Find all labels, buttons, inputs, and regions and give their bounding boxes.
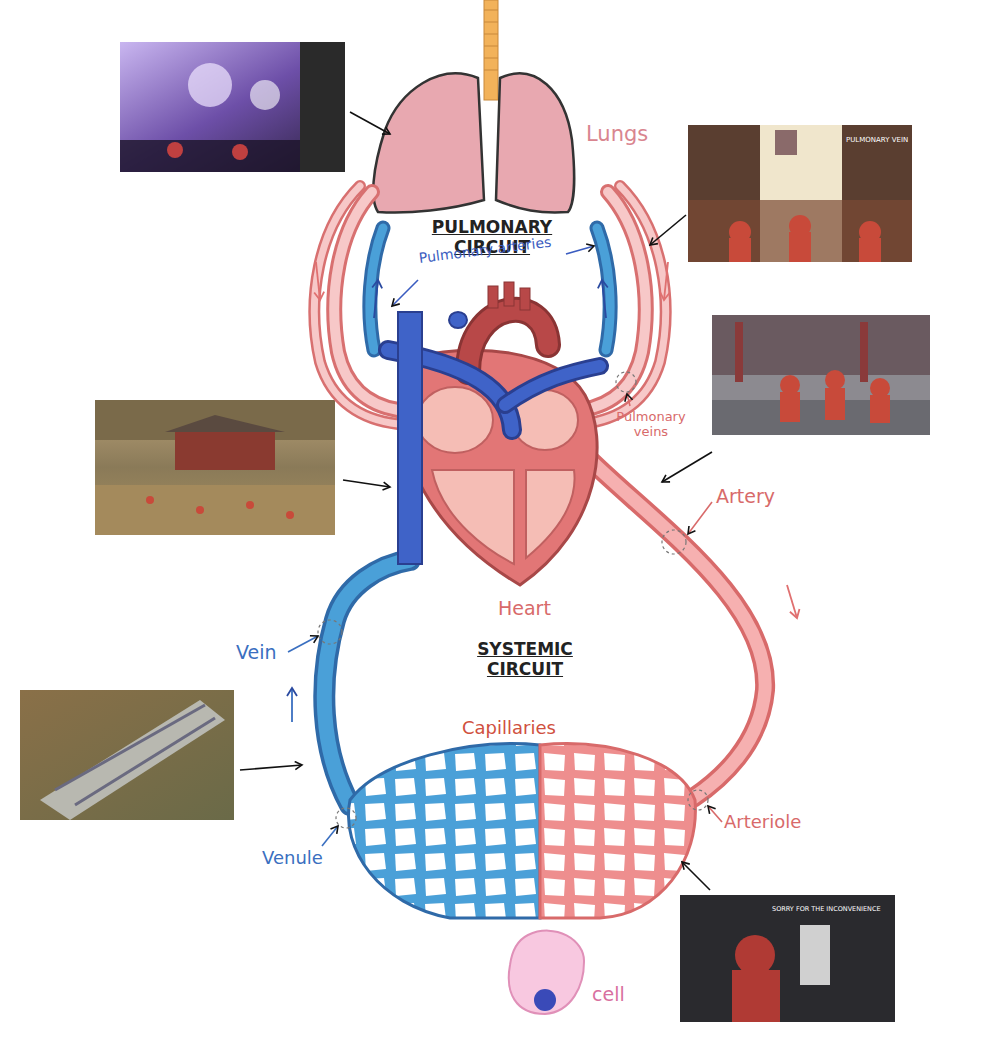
vessel-label: Capillaries <box>462 718 556 739</box>
screenshot-pulmonary-veins <box>712 315 930 435</box>
organ-label: Heart <box>498 598 551 620</box>
lungs-drawing <box>373 0 574 213</box>
vessel-label: Arteriole <box>724 812 801 833</box>
screenshot-heart <box>95 400 335 535</box>
dashed-circles <box>318 372 708 828</box>
screenshot-pulmonary-vein <box>688 125 912 262</box>
organ-label: Lungs <box>586 122 648 146</box>
vessel-label: Vein <box>236 642 277 664</box>
heart-drawing <box>388 282 600 585</box>
screenshot-vein <box>20 690 234 820</box>
vessel-label: Artery <box>716 486 775 508</box>
vessel-label: Venule <box>262 848 323 869</box>
cell-drawing <box>509 931 584 1014</box>
flow-arrows <box>292 262 797 722</box>
screenshot-caption: SORRY FOR THE INCONVENIENCE <box>772 906 881 913</box>
screenshot-caption: PULMONARY VEIN <box>846 136 908 144</box>
capillary-bed <box>348 744 695 918</box>
cell-label: cell <box>592 984 625 1006</box>
leader-arrows <box>240 112 722 890</box>
circuit-heading: SYSTEMIC CIRCUIT <box>466 640 584 679</box>
vessel-label: Pulmonary veins <box>608 410 694 440</box>
screenshot-lungs <box>120 42 345 172</box>
screenshot-capillaries <box>680 895 895 1022</box>
